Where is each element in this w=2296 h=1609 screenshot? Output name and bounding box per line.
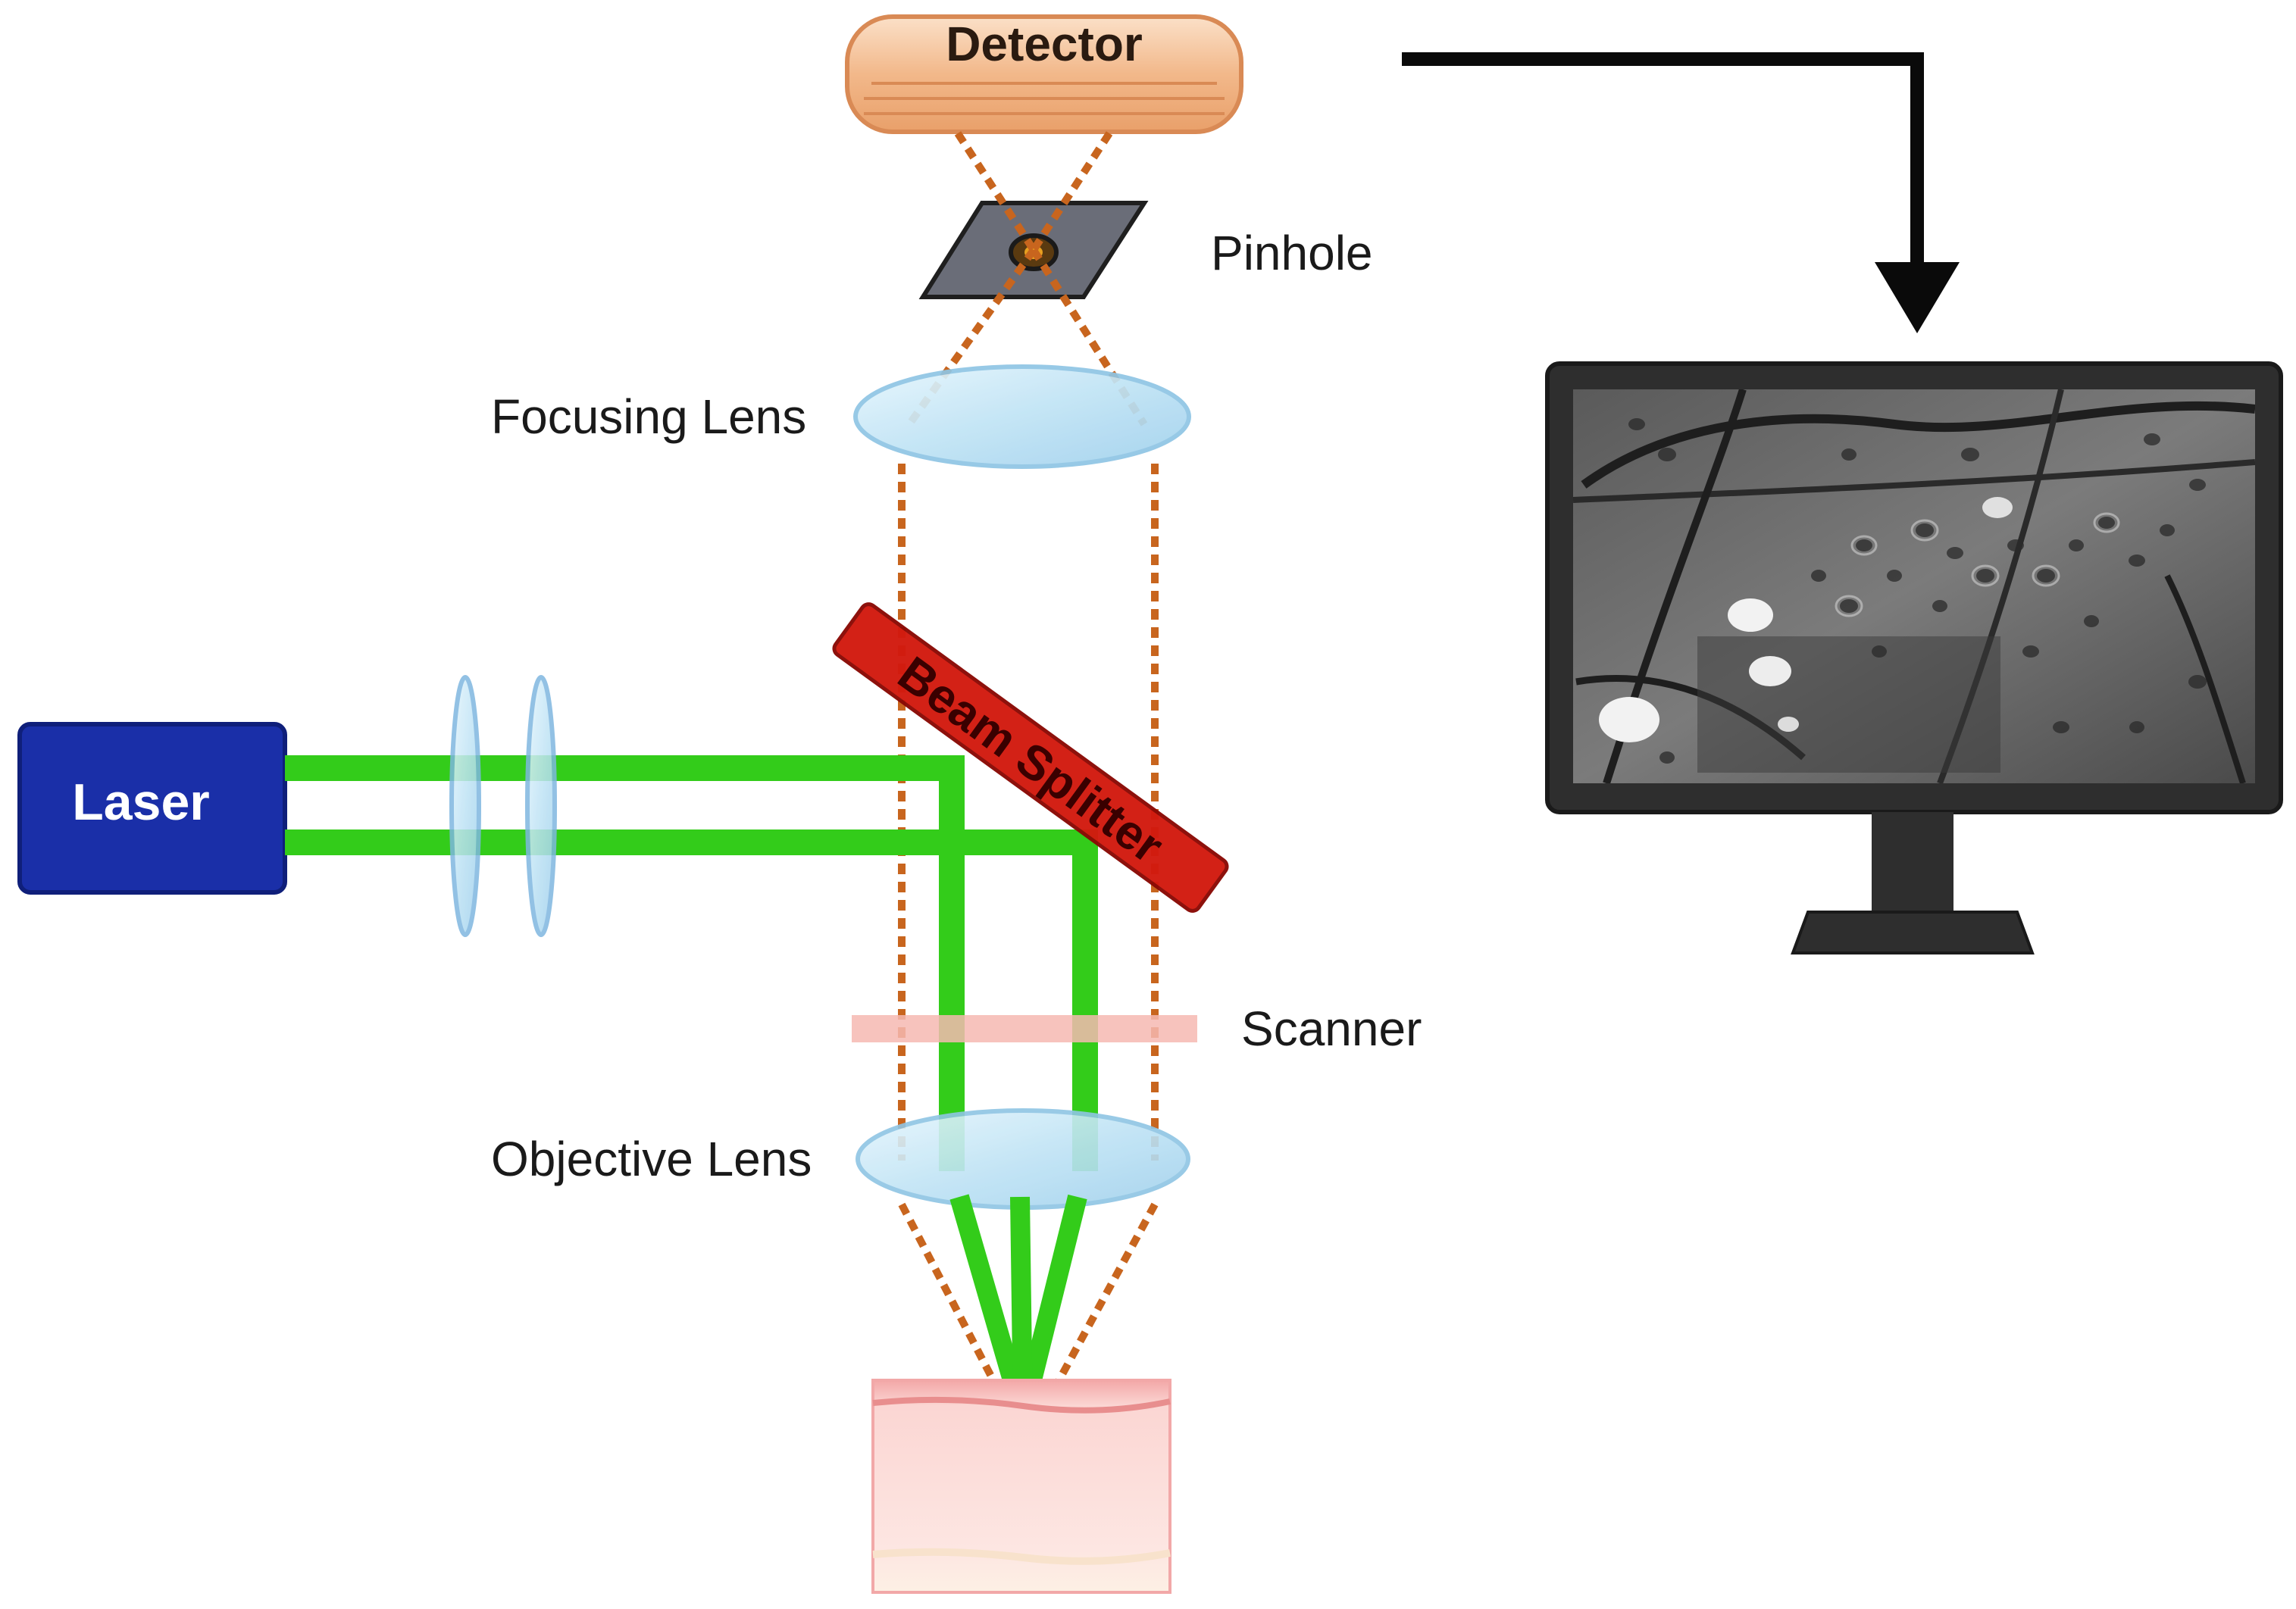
scanner <box>852 1015 1197 1042</box>
objective-lens <box>856 1108 1190 1210</box>
scanner-label: Scanner <box>1241 1001 1422 1056</box>
signal-arrow <box>1402 52 1960 333</box>
focusing-lens-label: Focusing Lens <box>491 389 806 444</box>
focusing-lens <box>853 364 1191 469</box>
objective-lens-label: Objective Lens <box>491 1132 812 1186</box>
laser-label: Laser <box>72 773 209 831</box>
detector-label: Detector <box>946 17 1143 71</box>
laser: Laser <box>17 722 287 895</box>
tissue-sample <box>871 1379 1171 1594</box>
pinhole-label: Pinhole <box>1211 226 1373 280</box>
detector: Detector <box>845 14 1243 134</box>
laser-beam <box>285 755 1098 1171</box>
micrograph-image <box>1573 389 2255 783</box>
beam-expander-lenses <box>449 675 557 937</box>
monitor <box>1545 361 2283 954</box>
